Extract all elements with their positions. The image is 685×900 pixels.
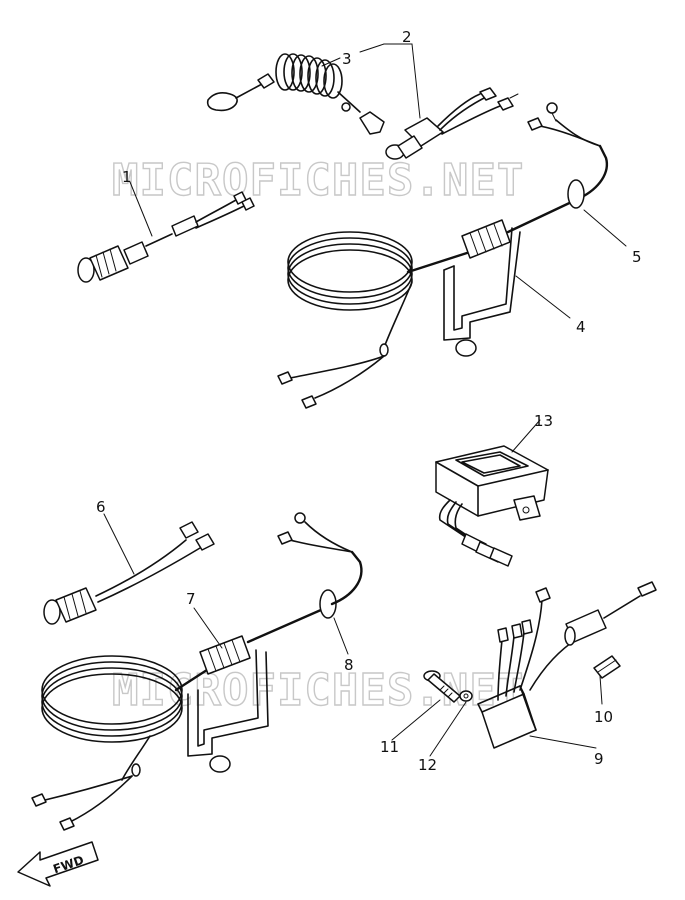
part-7-cable-assembly	[31, 512, 363, 831]
watermark-bottom: MICROFICHES.NET	[112, 665, 524, 716]
part-4-cable-assembly	[277, 102, 609, 409]
callout-2: 2	[402, 28, 412, 46]
leader-lines	[103, 43, 627, 757]
part-2-stop-switch	[385, 87, 519, 160]
callout-10: 10	[594, 708, 613, 726]
part-8-grommet	[319, 589, 337, 619]
callout-5: 5	[632, 248, 642, 266]
fwd-arrow-icon: FWD	[17, 841, 99, 887]
part-10-fuse	[593, 655, 621, 679]
callout-12: 12	[418, 756, 437, 774]
part-12-washer	[459, 690, 473, 702]
watermark-top: MICROFICHES.NET	[112, 155, 524, 206]
callout-1: 1	[122, 168, 132, 186]
callout-13: 13	[534, 412, 553, 430]
callout-7: 7	[186, 590, 196, 608]
part-13-rectifier	[435, 445, 549, 567]
callout-9: 9	[594, 750, 604, 768]
callout-3: 3	[342, 50, 352, 68]
part-3-lanyard	[206, 53, 385, 135]
callout-11: 11	[380, 738, 399, 756]
part-5-grommet	[567, 179, 585, 209]
part-6-harness	[43, 521, 215, 625]
callout-8: 8	[344, 656, 354, 674]
part-9-rectifier-regulator	[477, 581, 657, 749]
callout-4: 4	[576, 318, 586, 336]
callout-6: 6	[96, 498, 106, 516]
part-1-harness	[77, 191, 255, 283]
